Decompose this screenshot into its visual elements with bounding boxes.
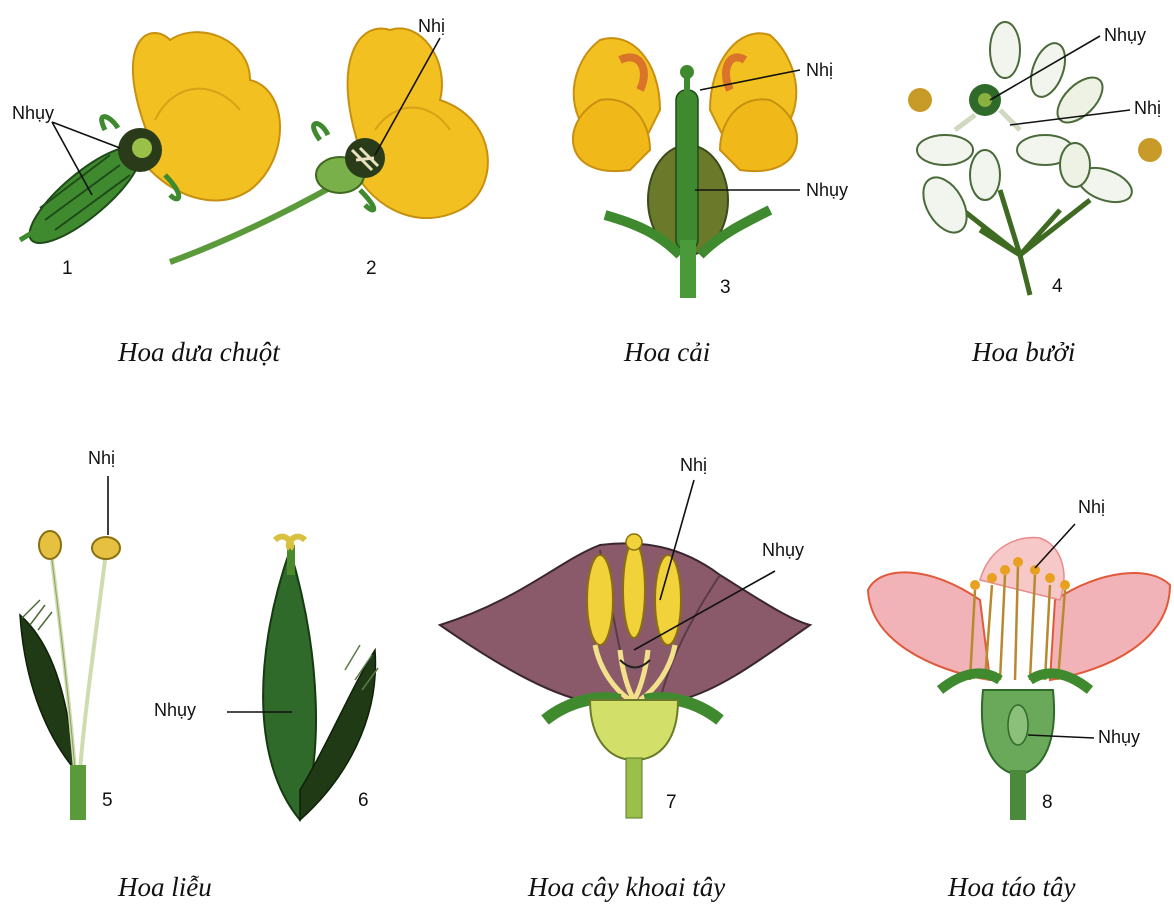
figure-number-2: 2 [366,258,377,280]
caption-potato: Hoa cây khoai tây [528,872,725,903]
label-nhi-5: Nhị [88,448,115,469]
label-nhuy-3: Nhụy [806,180,848,201]
figure-number-3: 3 [720,277,731,299]
label-nhuy-6: Nhụy [154,700,196,721]
figure-number-7: 7 [666,792,677,814]
label-nhi-4: Nhị [1134,98,1161,119]
caption-cucumber: Hoa dưa chuột [118,337,280,368]
label-nhuy-7: Nhụy [762,540,804,561]
cucumber-female-flower [17,32,280,257]
caption-mustard: Hoa cải [624,337,710,368]
figure-number-8: 8 [1042,792,1053,814]
willow-female-flower [263,537,378,820]
label-nhi-7: Nhị [680,455,707,476]
figure-number-6: 6 [358,790,369,812]
potato-flower [440,534,810,818]
caption-pomelo: Hoa bưởi [972,337,1075,368]
pomelo-flower [908,22,1162,295]
label-nhi-2: Nhị [418,16,445,37]
label-nhuy-4: Nhụy [1104,25,1146,46]
figure-number-5: 5 [102,790,113,812]
label-nhi-8: Nhị [1078,497,1105,518]
caption-willow: Hoa liễu [118,872,212,903]
mustard-flower [573,33,797,298]
label-nhi-3: Nhị [806,60,833,81]
figure-number-1: 1 [62,258,73,280]
label-nhuy-1: Nhụy [12,103,54,124]
label-nhuy-8: Nhụy [1098,727,1140,748]
willow-male-flower [20,531,120,820]
caption-apple: Hoa táo tây [948,872,1076,903]
apple-flower [868,537,1170,820]
figure-number-4: 4 [1052,276,1063,298]
